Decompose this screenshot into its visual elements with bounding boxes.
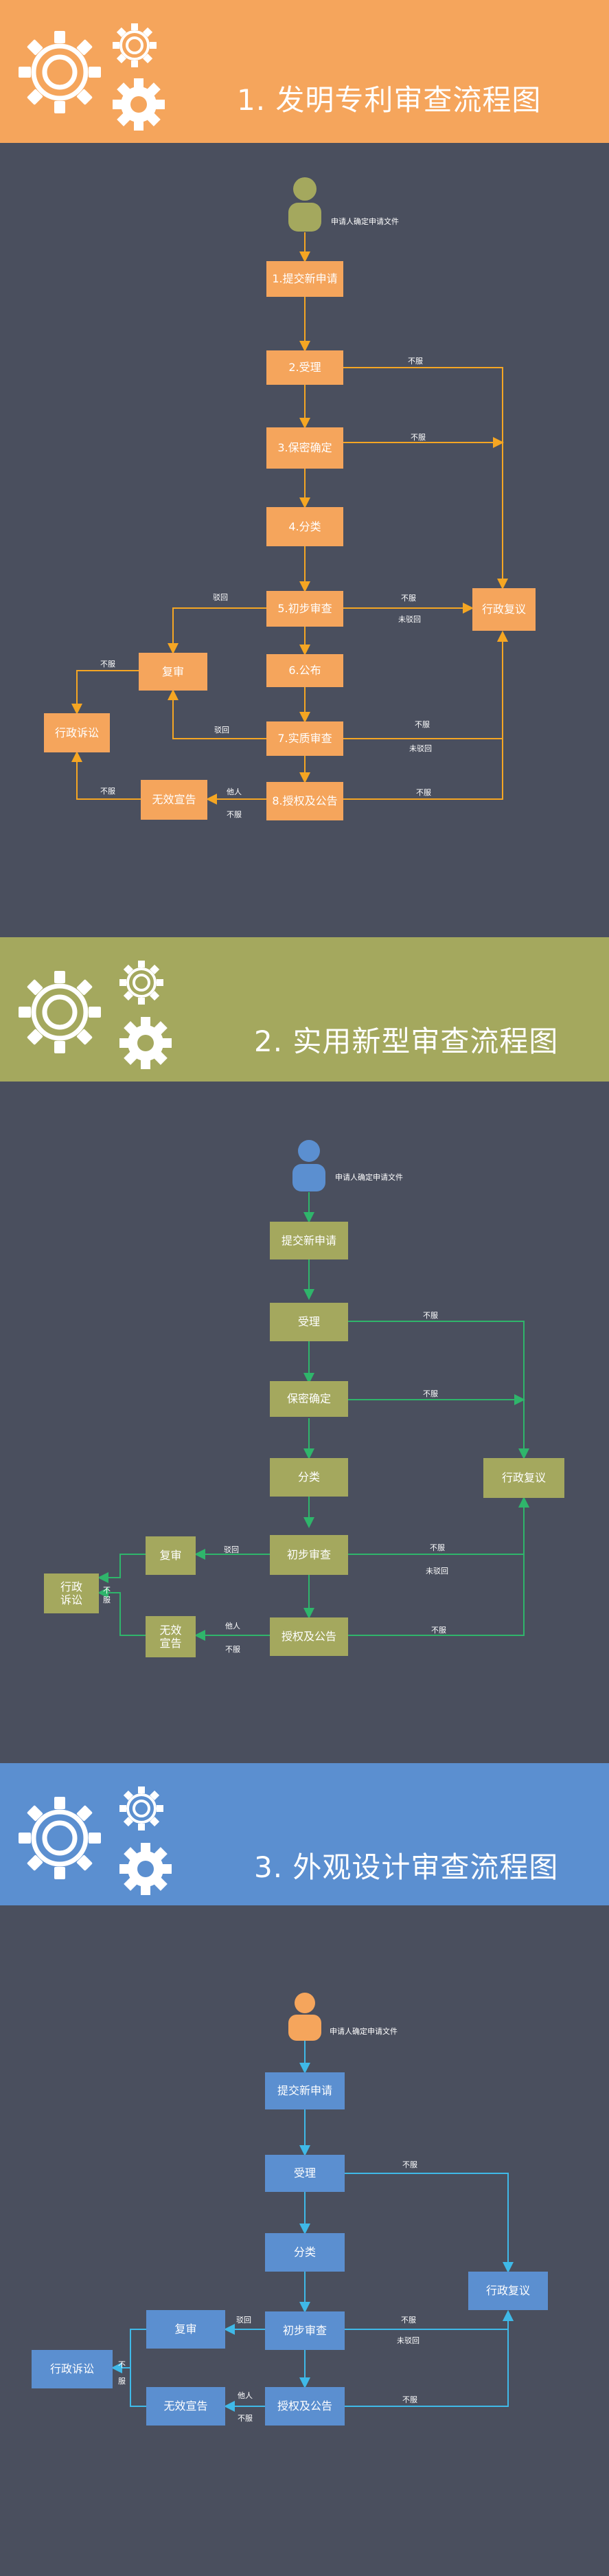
edge-label: 不服 — [402, 2160, 417, 2169]
edge-label: 不服 — [423, 1389, 438, 1398]
flow-connectors — [111, 2039, 514, 2412]
admin-review-node[interactable]: 行政复议 — [472, 588, 536, 631]
section-title: 2. 实用新型审查流程图 — [254, 1024, 559, 1058]
gear-icon — [119, 1787, 163, 1830]
grant-node[interactable]: 8.授权及公告 — [266, 782, 343, 820]
edge-label: 不服 — [408, 357, 423, 366]
section-3-banner: 3. 外观设计审查流程图 — [0, 1763, 609, 1905]
edge-label: 未驳回 — [426, 1567, 448, 1576]
section-title: 1. 发明专利审查流程图 — [237, 83, 542, 117]
section-1-banner: 1. 发明专利审查流程图 — [0, 0, 609, 143]
edge-label: 不服 — [227, 810, 242, 819]
accept-node[interactable]: 受理 — [270, 1303, 348, 1341]
edge-label: 驳回 — [213, 593, 228, 602]
section-2-banner: 2. 实用新型审查流程图 — [0, 937, 609, 1082]
classify-node[interactable]: 分类 — [265, 2233, 345, 2272]
edge-label: 不服 — [225, 1645, 240, 1654]
publish-node[interactable]: 6.公布 — [266, 654, 343, 687]
edge-label: 驳回 — [224, 1545, 239, 1554]
admin-review-node[interactable]: 行政复议 — [468, 2272, 548, 2310]
edge-label: 不服 — [402, 2395, 417, 2404]
person-icon — [288, 1993, 321, 2041]
edge-label: 不服 — [415, 720, 430, 729]
substantive-node[interactable]: 7.实质审查 — [266, 721, 343, 756]
edge-label: 不服 — [100, 660, 115, 669]
accept-node[interactable]: 2.受理 — [266, 350, 343, 385]
edge-label: 驳回 — [236, 2316, 251, 2325]
prelim-node[interactable]: 初步审查 — [265, 2311, 345, 2350]
edge-label: 他人 — [225, 1622, 240, 1631]
review-node[interactable]: 复审 — [139, 653, 207, 691]
gear-icon — [113, 78, 165, 131]
prelim-node[interactable]: 初步审查 — [270, 1535, 348, 1575]
edge-label: 不服 — [423, 1311, 438, 1320]
litigation-node[interactable]: 行政诉讼 — [44, 713, 110, 752]
edge-label: 不服 — [103, 1586, 111, 1605]
edge-label: 未驳回 — [398, 615, 421, 624]
review-node[interactable]: 复审 — [146, 1536, 196, 1575]
gear-icon — [119, 961, 163, 1005]
submit-node[interactable]: 1.提交新申请 — [266, 261, 343, 297]
submit-node[interactable]: 提交新申请 — [265, 2072, 345, 2109]
flow-connectors — [97, 1192, 529, 1641]
edge-label: 不服 — [411, 433, 426, 442]
classify-node[interactable]: 4.分类 — [266, 507, 343, 546]
gear-icon — [19, 971, 101, 1053]
classify-node[interactable]: 分类 — [270, 1458, 348, 1497]
invalid-node[interactable]: 无效宣告 — [146, 2387, 225, 2426]
invalid-node[interactable]: 无效宣告 — [141, 780, 207, 820]
secret-node[interactable]: 3.保密确定 — [266, 427, 343, 469]
edge-label: 未驳回 — [397, 2336, 420, 2345]
secret-node[interactable]: 保密确定 — [270, 1381, 348, 1417]
applicant-caption: 申请人确定申请文件 — [331, 217, 399, 226]
gear-icon — [119, 1843, 172, 1895]
section-title: 3. 外观设计审查流程图 — [254, 1850, 559, 1884]
edge-label: 不服 — [401, 594, 416, 603]
applicant-caption: 申请人确定申请文件 — [330, 2027, 398, 2036]
grant-node[interactable]: 授权及公告 — [265, 2387, 345, 2426]
submit-node[interactable]: 提交新申请 — [270, 1222, 348, 1259]
edge-label: 不服 — [430, 1543, 445, 1552]
admin-review-node[interactable]: 行政复议 — [483, 1458, 564, 1498]
invalid-node[interactable]: 无效 宣告 — [146, 1616, 196, 1657]
accept-node[interactable]: 受理 — [265, 2155, 345, 2192]
edge-label: 不服 — [238, 2414, 253, 2423]
prelim-node[interactable]: 5.初步审查 — [266, 591, 343, 627]
gear-icon — [113, 23, 157, 67]
litigation-node[interactable]: 行政诉讼 — [32, 2350, 113, 2388]
edge-label: 他人 — [227, 787, 242, 796]
applicant-caption: 申请人确定申请文件 — [335, 1173, 403, 1182]
grant-node[interactable]: 授权及公告 — [270, 1617, 348, 1656]
flow-connectors — [71, 232, 508, 805]
edge-label: 驳回 — [214, 726, 229, 735]
person-icon — [288, 177, 321, 232]
edge-label: 不服 — [416, 788, 431, 797]
edge-label: 不服 — [401, 2316, 416, 2325]
review-node[interactable]: 复审 — [146, 2310, 225, 2349]
edge-label: 他人 — [238, 2391, 253, 2400]
gear-icon — [119, 1017, 172, 1069]
litigation-node[interactable]: 行政 诉讼 — [44, 1573, 99, 1613]
gear-icon — [19, 1797, 101, 1879]
edge-label: 未驳回 — [409, 744, 432, 753]
gear-icon — [19, 31, 101, 113]
edge-label: 不服 — [431, 1626, 446, 1635]
edge-label: 不服 — [118, 2360, 126, 2386]
edge-label: 不服 — [100, 787, 115, 796]
person-icon — [292, 1140, 325, 1191]
